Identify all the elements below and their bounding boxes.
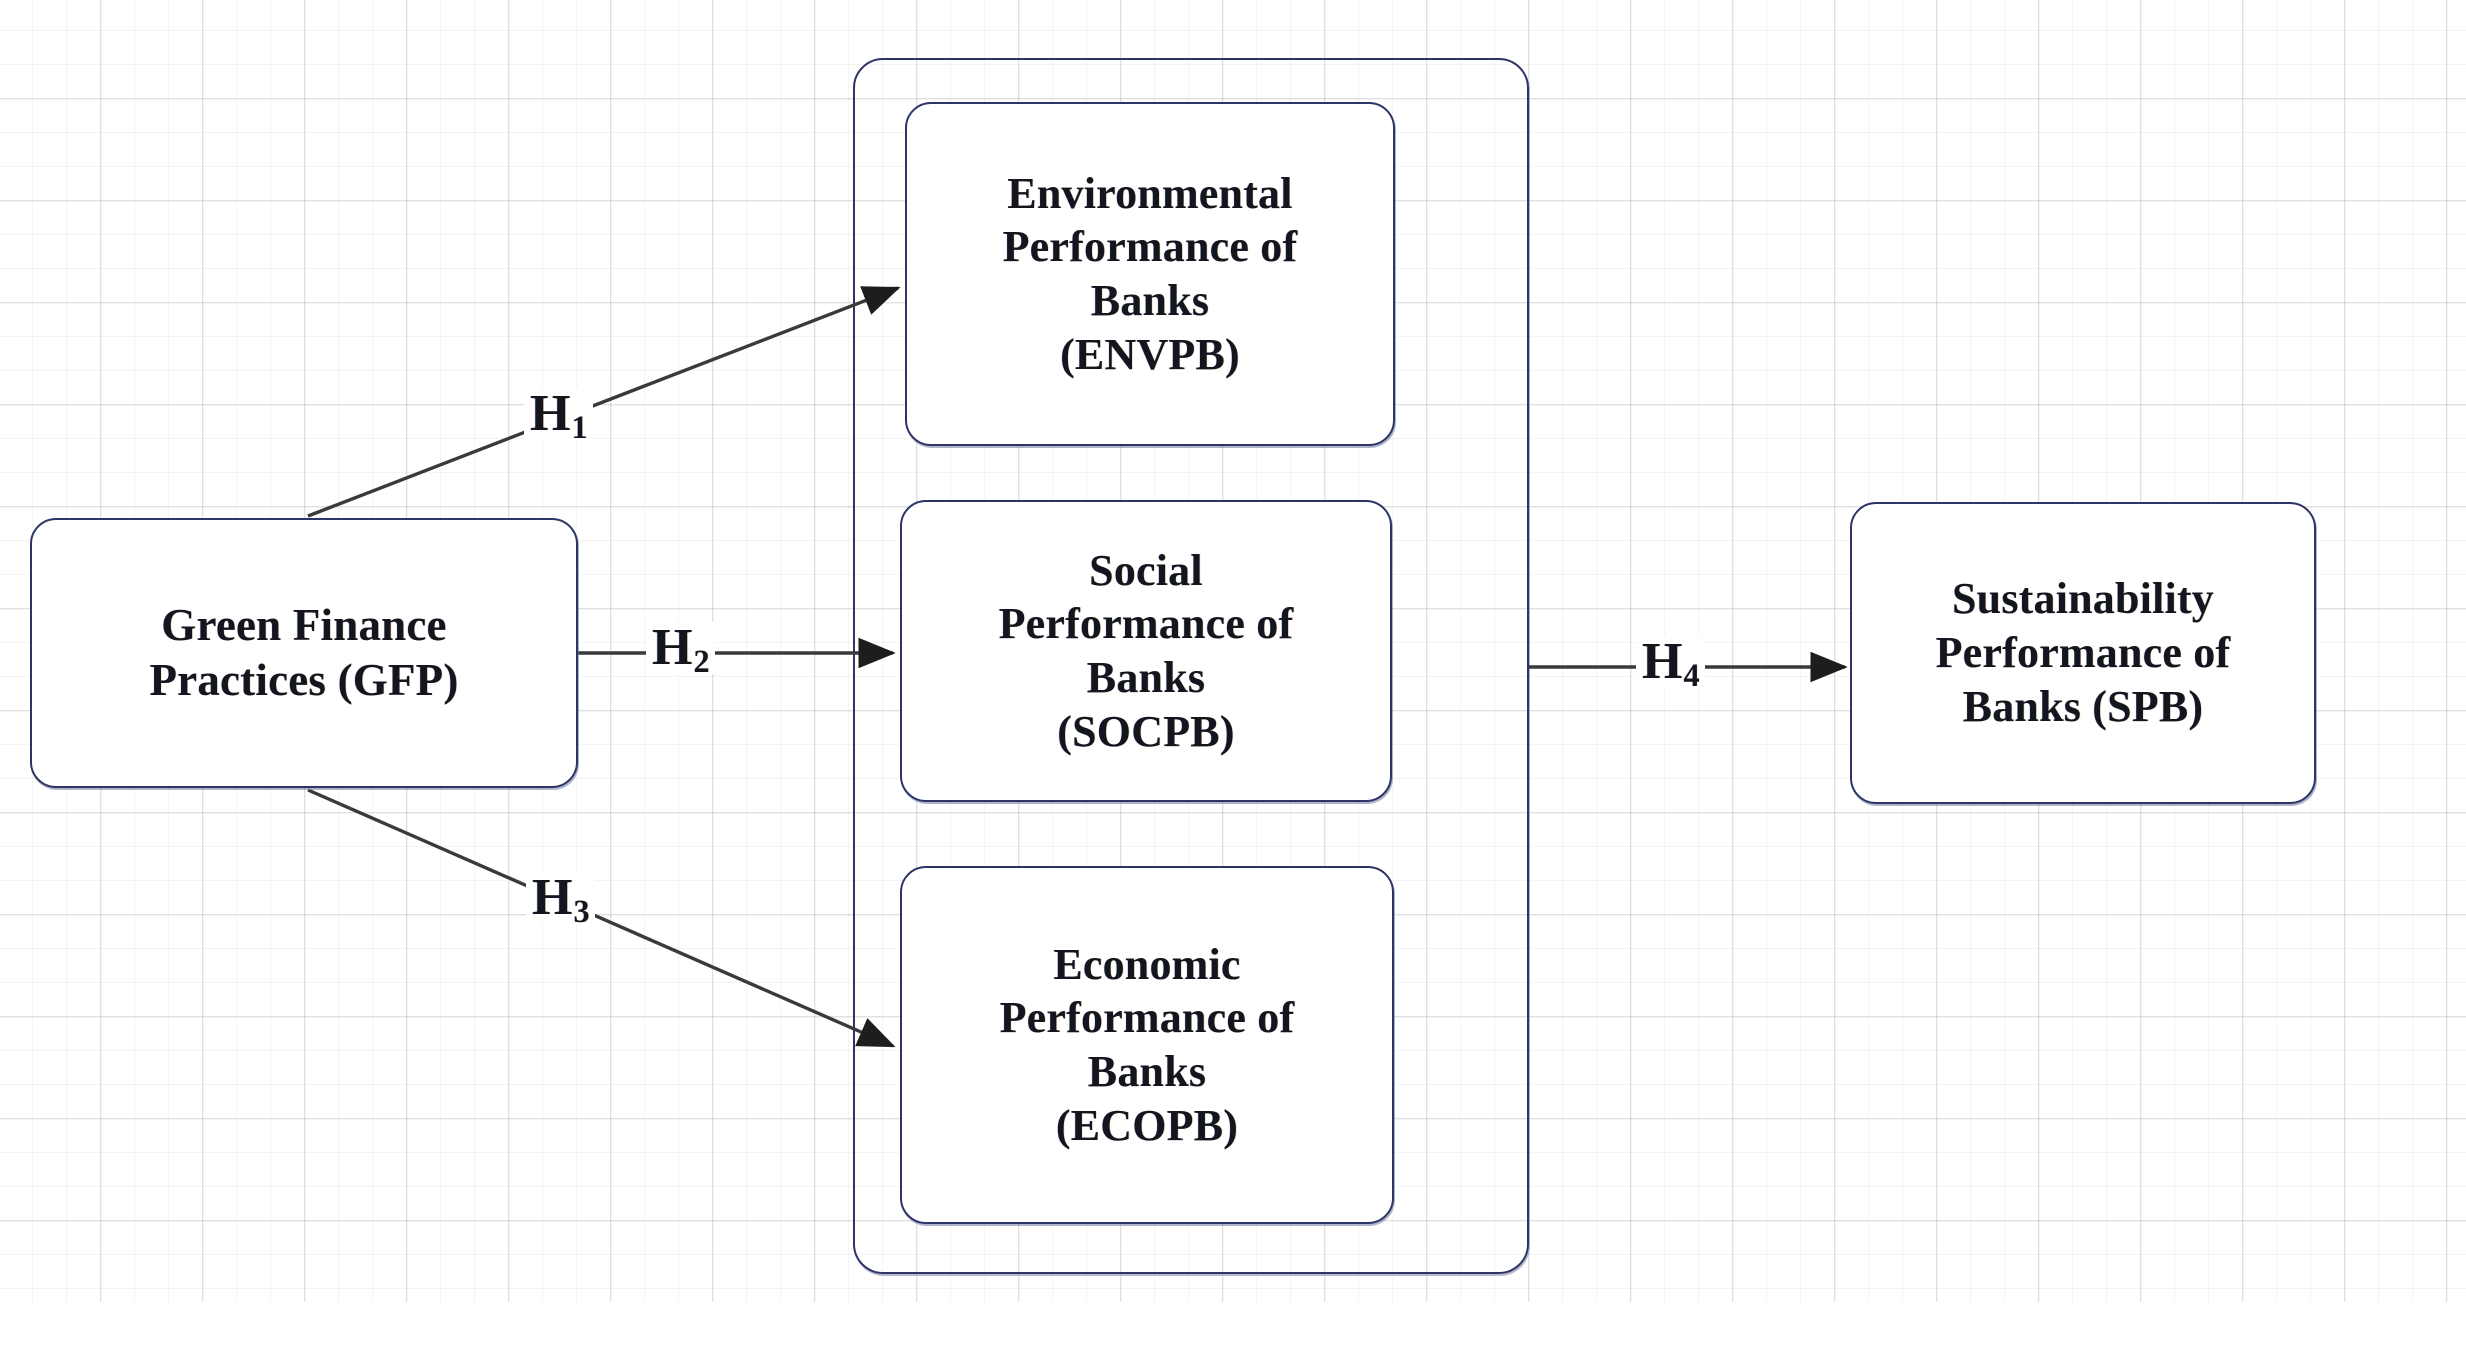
node-envpb-line-3: Banks <box>1090 276 1210 325</box>
node-environmental-performance-of-banks[interactable]: Environmental Performance of Banks (ENVP… <box>905 102 1395 446</box>
node-ecopb-line-2: Performance of <box>999 993 1295 1043</box>
node-economic-performance-of-banks[interactable]: Economic Performance of Banks (ECOPB) <box>900 866 1394 1224</box>
node-gfp-line-1: Green Finance <box>161 600 447 651</box>
node-envpb-line-4: (ENVPB) <box>1060 329 1240 379</box>
hypothesis-label-h1: H1 <box>524 385 593 443</box>
hypothesis-h1-base: H <box>530 385 571 442</box>
node-ecopb-label: Economic Performance of Banks (ECOPB) <box>1000 938 1295 1153</box>
node-socpb-line-2: Performance of <box>998 599 1294 649</box>
node-gfp-line-2: Practices (GFP) <box>149 655 459 705</box>
mediator-group-container <box>853 58 1529 1274</box>
hypothesis-h1-subscript: 1 <box>571 409 588 446</box>
node-spb-label: Sustainability Performance of Banks (SPB… <box>1936 572 2231 733</box>
hypothesis-h3-subscript: 3 <box>573 893 590 930</box>
node-spb-line-1: Sustainability <box>1951 574 2214 624</box>
hypothesis-h3-base: H <box>532 869 573 926</box>
node-socpb-label: Social Performance of Banks (SOCPB) <box>999 544 1294 759</box>
hypothesis-label-h2: H2 <box>646 619 715 677</box>
hypothesis-h4-subscript: 4 <box>1683 657 1700 694</box>
hypothesis-h4-base: H <box>1642 633 1683 690</box>
node-ecopb-line-4: (ECOPB) <box>1055 1100 1239 1150</box>
node-spb-line-3: Banks (SPB) <box>1962 681 2204 731</box>
hypothesis-h2-subscript: 2 <box>693 643 710 680</box>
node-ecopb-line-3: Banks <box>1087 1047 1207 1096</box>
node-social-performance-of-banks[interactable]: Social Performance of Banks (SOCPB) <box>900 500 1392 802</box>
node-sustainability-performance-of-banks[interactable]: Sustainability Performance of Banks (SPB… <box>1850 502 2316 804</box>
node-socpb-line-1: Social <box>1089 545 1203 595</box>
node-socpb-line-4: (SOCPB) <box>1057 706 1235 756</box>
node-envpb-line-1: Environmental <box>1007 168 1293 218</box>
node-envpb-label: Environmental Performance of Banks (ENVP… <box>1003 167 1298 382</box>
hypothesis-label-h4: H4 <box>1636 633 1705 691</box>
node-gfp-label: Green Finance Practices (GFP) <box>149 598 458 708</box>
node-spb-line-2: Performance of <box>1935 628 2231 678</box>
node-socpb-line-3: Banks <box>1086 653 1206 702</box>
node-green-finance-practices[interactable]: Green Finance Practices (GFP) <box>30 518 578 788</box>
hypothesis-label-h3: H3 <box>526 869 595 927</box>
node-ecopb-line-1: Economic <box>1053 939 1241 989</box>
hypothesis-h2-base: H <box>652 619 693 676</box>
node-envpb-line-2: Performance of <box>1002 222 1298 272</box>
